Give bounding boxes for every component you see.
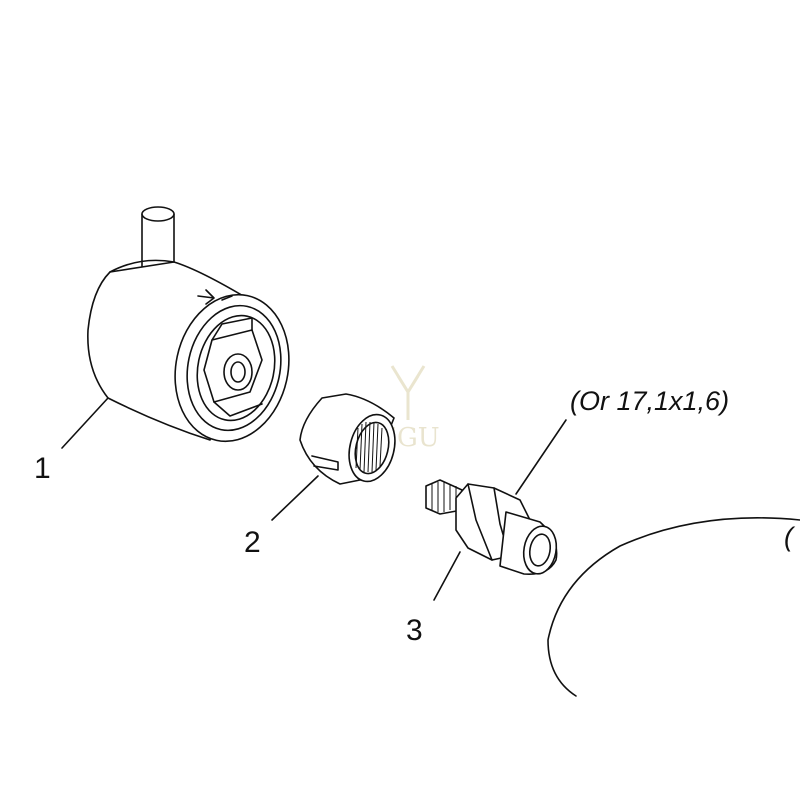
cut-note-fragment: ( [784,522,796,552]
callout-3: 3 [406,614,423,647]
part-3-cartridge: 3 [406,419,567,647]
o-ring-note: (Or 17,1x1,6) [570,386,729,416]
partial-wall-body: ( [547,517,800,697]
callout-2: 2 [244,526,261,559]
callout-1: 1 [34,452,51,485]
part-1-handle: 1 [34,206,290,485]
part-2-sleeve: 2 [244,393,396,559]
